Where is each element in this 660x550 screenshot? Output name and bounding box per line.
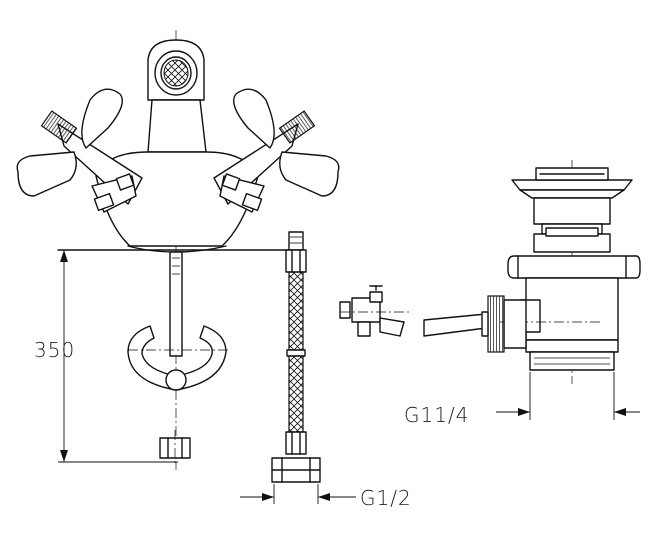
threaded-stud [169, 251, 183, 357]
lift-rod-assembly [339, 285, 487, 337]
horseshoe-washer [127, 325, 230, 391]
right-cross-handle [213, 88, 340, 213]
waste-thread-dimension: G11/4 [404, 372, 640, 427]
mounting-nut [159, 430, 191, 466]
flexible-hose [271, 231, 321, 483]
left-cross-handle [16, 88, 143, 213]
pop-up-waste [481, 160, 641, 384]
hose-thread-dimension: G1/2 [240, 484, 412, 510]
spout-head [147, 39, 205, 101]
waste-thread-label: G11/4 [404, 403, 469, 427]
mixer-faucet [16, 30, 340, 470]
height-dimension-label: 350 [34, 338, 75, 362]
height-dimension: 350 [34, 250, 178, 463]
hose-thread-label: G1/2 [360, 486, 412, 510]
